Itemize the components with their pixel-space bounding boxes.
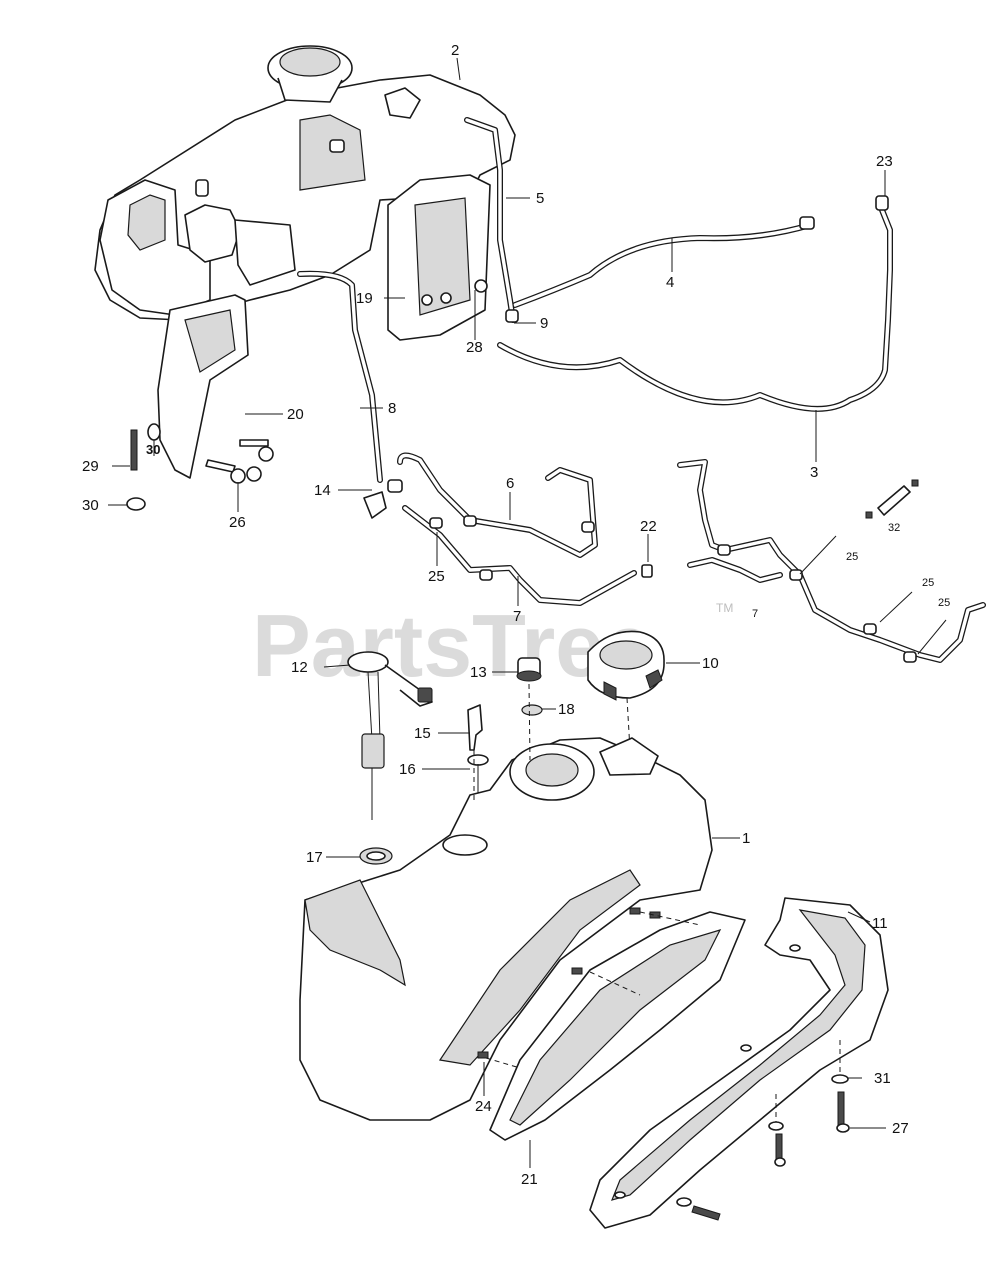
callout-32: 32 [888, 522, 900, 534]
fuel-line-8 [297, 270, 403, 519]
fuel-line-7-left [402, 505, 637, 606]
clips-24 [477, 907, 661, 1059]
callout-14: 14 [314, 482, 331, 499]
callout-13: 13 [470, 664, 487, 681]
callout-31: 31 [874, 1070, 891, 1087]
callout-3: 3 [810, 464, 818, 481]
explode-guides [473, 683, 841, 1122]
clamp-ties-25 [799, 535, 947, 655]
callout-23: 23 [876, 153, 893, 170]
nut-30-lower [126, 497, 146, 511]
upper-fuel-tank [94, 45, 516, 321]
fuel-line-5 [464, 117, 519, 323]
callout-30-lower: 30 [82, 497, 99, 514]
callout-29: 29 [82, 458, 99, 475]
watermark-trademark: TM [716, 601, 733, 615]
callout-17: 17 [306, 849, 323, 866]
callout-25-right-2: 25 [922, 577, 934, 589]
fuel-cap-10 [587, 630, 665, 751]
mounting-bracket-19 [387, 174, 491, 341]
callout-21: 21 [521, 1171, 538, 1188]
callout-25-left: 25 [428, 568, 445, 585]
callout-12: 12 [291, 659, 308, 676]
grommet-17 [359, 847, 393, 865]
lower-fuel-tank-1 [299, 737, 713, 1121]
rollover-valve-13 [516, 657, 542, 682]
lower-bracket-20 [157, 294, 249, 479]
callout-25-right-1: 25 [846, 551, 858, 563]
callout-22: 22 [640, 518, 657, 535]
callout-30-upper: 30 [146, 442, 160, 457]
callout-20: 20 [287, 406, 304, 423]
fuel-line-6 [397, 452, 598, 558]
callout-28: 28 [466, 339, 483, 356]
callout-labels: 2 5 4 9 19 28 23 3 8 20 30 29 30 26 14 6… [82, 42, 950, 1188]
callout-25-right-3: 25 [938, 597, 950, 609]
fuel-sender-12 [347, 651, 433, 820]
callout-1: 1 [742, 830, 750, 847]
side-shield-21 [489, 911, 746, 1141]
callout-19: 19 [356, 290, 373, 307]
partstree-watermark: PartsTree [252, 596, 653, 695]
fitting-22 [641, 564, 653, 578]
callout-7-right: 7 [752, 608, 758, 620]
fuel-line-3-4 [497, 195, 893, 412]
callout-24: 24 [475, 1098, 492, 1115]
screws-27 [691, 1091, 850, 1221]
callout-7-left: 7 [513, 608, 521, 625]
connector-tube-32 [865, 479, 919, 519]
callout-leaders [108, 57, 886, 1168]
fuel-line-7-right [677, 459, 986, 663]
callout-15: 15 [414, 725, 431, 742]
elbow-fitting-15 [467, 704, 483, 751]
callout-11: 11 [872, 915, 888, 932]
nut-30-upper [147, 423, 161, 441]
callout-2: 2 [451, 42, 459, 59]
callout-16: 16 [399, 761, 416, 778]
callout-9: 9 [540, 315, 548, 332]
callout-4: 4 [666, 274, 674, 291]
callout-5: 5 [536, 190, 544, 207]
stud-29 [130, 429, 138, 471]
callout-26: 26 [229, 514, 246, 531]
callout-8: 8 [388, 400, 396, 417]
callout-6: 6 [506, 475, 514, 492]
side-panel-11 [589, 897, 889, 1229]
callout-18: 18 [558, 701, 575, 718]
callout-27: 27 [892, 1120, 909, 1137]
grommet-18 [521, 704, 543, 716]
bolts-26 [205, 439, 274, 484]
callout-10: 10 [702, 655, 719, 672]
